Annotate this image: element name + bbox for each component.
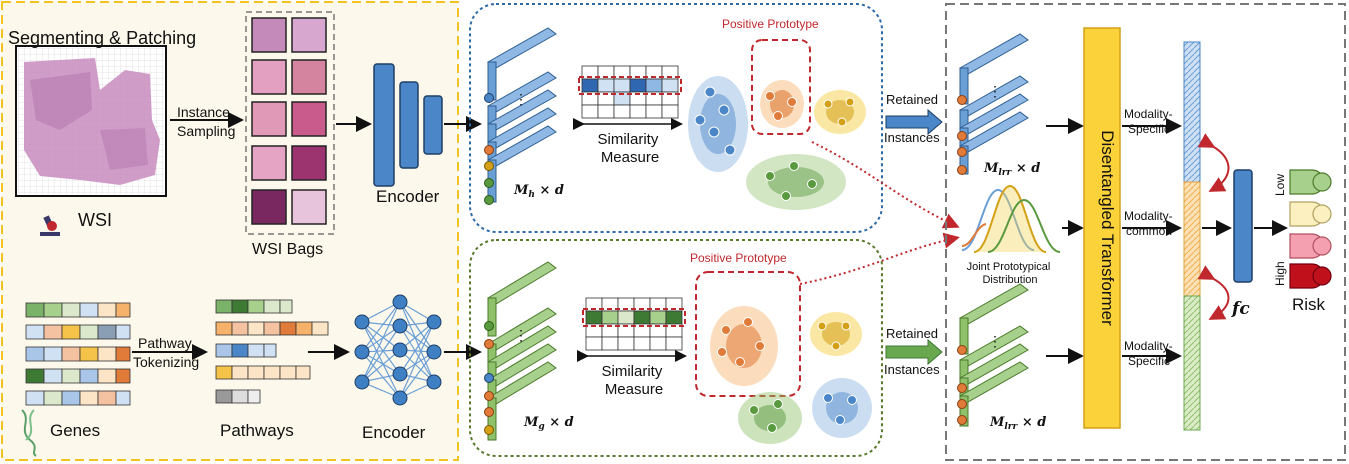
svg-text:⋮: ⋮ bbox=[988, 83, 1002, 99]
histo-branch-panel bbox=[469, 3, 883, 233]
pathway-tokenizing-label: Pathway Tokenizing bbox=[133, 335, 199, 370]
retained-bottom-arrow bbox=[885, 338, 943, 366]
genes-tokens bbox=[25, 302, 131, 406]
retained-histo-stack: ⋮ bbox=[957, 33, 1029, 175]
histo-similarity-matrix bbox=[578, 65, 682, 119]
dna-icon bbox=[21, 409, 37, 457]
microscope-icon bbox=[40, 215, 60, 236]
high-label: High bbox=[1273, 261, 1287, 286]
instance-sampling-label: Instance Sampling bbox=[177, 104, 235, 139]
fc-layer bbox=[1233, 169, 1253, 283]
gene-embedding-stack: ⋮ bbox=[484, 261, 557, 441]
risk-label: Risk bbox=[1292, 295, 1326, 314]
gene-prototype-label: Positive Prototype bbox=[690, 251, 787, 265]
svg-text:⋮: ⋮ bbox=[988, 333, 1002, 349]
modality-common-label: Modality- common bbox=[1124, 209, 1176, 238]
retained-gene-stack: ⋮ bbox=[957, 283, 1029, 427]
fc-label: fc bbox=[1231, 299, 1250, 319]
segmenting-label: Segmenting & Patching bbox=[8, 28, 196, 48]
svg-text:⋮: ⋮ bbox=[514, 91, 528, 107]
gene-branch-panel bbox=[469, 239, 883, 457]
joint-distribution-curves bbox=[961, 184, 1061, 253]
gene-dim-label: Mg × d bbox=[523, 415, 574, 432]
feature-bar bbox=[1183, 41, 1201, 431]
lrr-dim-label-bottom: Mlrr × d bbox=[989, 415, 1046, 432]
modality-specific-bottom-label: Modality- Specific bbox=[1124, 339, 1176, 368]
gene-to-joint-link bbox=[799, 232, 960, 285]
gene-encoder-label: Encoder bbox=[362, 423, 426, 442]
lrr-dim-label-top: Mlrr × d bbox=[983, 161, 1040, 178]
genes-label: Genes bbox=[50, 421, 100, 440]
pathways-label: Pathways bbox=[220, 421, 294, 440]
histo-prototype-label: Positive Prototype bbox=[722, 17, 819, 31]
gene-similarity-label: Similarity Measure bbox=[601, 363, 666, 398]
wsi-encoder bbox=[373, 63, 443, 187]
retained-top-arrow bbox=[885, 108, 943, 136]
low-label: Low bbox=[1273, 174, 1287, 196]
disentangle-arrow-bottom bbox=[1197, 265, 1230, 320]
retained-top-label: Retained Instances bbox=[884, 92, 942, 145]
svg-text:Disentangled Transformer: Disentangled Transformer bbox=[1098, 130, 1117, 326]
risk-faces bbox=[1289, 169, 1332, 289]
modality-specific-top-label: Modality- Specific bbox=[1124, 107, 1176, 136]
disentangle-arrow-top bbox=[1197, 133, 1230, 192]
retained-bottom-label: Retained Instances bbox=[884, 326, 942, 377]
wsi-slide bbox=[15, 45, 167, 197]
gene-prototype-clusters bbox=[695, 271, 872, 444]
wsi-bags bbox=[245, 11, 335, 235]
wsi-encoder-label: Encoder bbox=[376, 187, 440, 206]
wsi-label: WSI bbox=[78, 210, 112, 230]
histo-prototype-clusters bbox=[688, 39, 866, 210]
gene-encoder-network bbox=[354, 294, 442, 406]
histo-embedding-stack: ⋮ bbox=[484, 27, 557, 205]
fusion-panel bbox=[945, 3, 1346, 461]
histo-similarity-label: Similarity Measure bbox=[597, 131, 662, 166]
pathway-tokens bbox=[215, 299, 329, 404]
histo-to-joint-link bbox=[811, 141, 960, 229]
joint-distribution-label: Joint Prototypical Distribution bbox=[967, 261, 1054, 286]
gene-similarity-matrix bbox=[582, 297, 686, 351]
histo-dim-label: Mh × d bbox=[513, 183, 564, 200]
svg-text:⋮: ⋮ bbox=[514, 327, 528, 343]
disentangled-transformer: Disentangled Transformer bbox=[1083, 27, 1121, 429]
wsi-bags-label: WSI Bags bbox=[252, 241, 323, 258]
